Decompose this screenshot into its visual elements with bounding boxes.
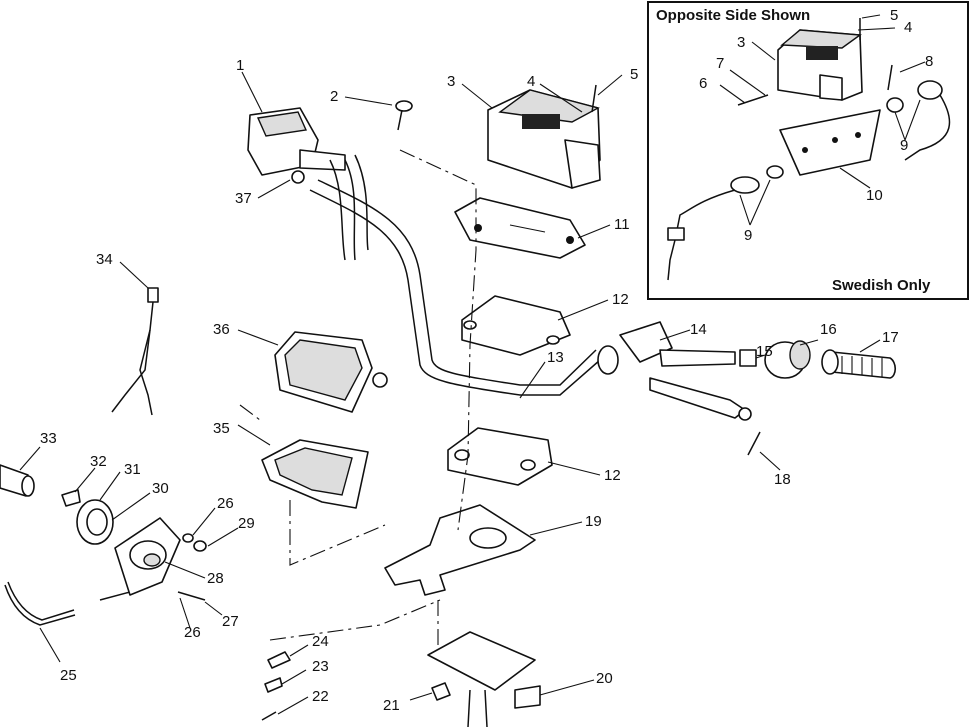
inset-title: Opposite Side Shown xyxy=(656,7,810,24)
callout-1: 1 xyxy=(236,57,244,74)
callout-36: 36 xyxy=(213,321,230,338)
inset-screw-8 xyxy=(887,64,893,91)
spacer xyxy=(739,349,757,367)
meter-bezel xyxy=(261,439,369,509)
callout-2: 2 xyxy=(330,88,338,105)
tube-end xyxy=(0,464,35,497)
screw-18 xyxy=(747,431,761,456)
callout-13: 13 xyxy=(547,349,564,366)
inset-callout-3: 3 xyxy=(737,34,745,51)
speedo-housing xyxy=(114,517,181,596)
inset-switch-left xyxy=(667,165,784,281)
inset-callout-6: 6 xyxy=(699,75,707,92)
inset-callout-9b: 9 xyxy=(744,227,752,244)
nut-21 xyxy=(431,682,451,701)
throttle-housing xyxy=(764,340,811,379)
inset-frame xyxy=(647,1,969,300)
hand-grip xyxy=(821,349,897,379)
callout-25: 25 xyxy=(60,667,77,684)
callout-29: 29 xyxy=(238,515,255,532)
callout-14: 14 xyxy=(690,321,707,338)
callout-24: 24 xyxy=(312,633,329,650)
wire-harness xyxy=(111,287,159,416)
gasket-ring xyxy=(76,499,114,545)
speedo-cable xyxy=(4,584,76,626)
callout-31: 31 xyxy=(124,461,141,478)
stem-plate xyxy=(427,631,541,727)
callout-33: 33 xyxy=(40,430,57,447)
callout-28: 28 xyxy=(207,570,224,587)
callout-11: 11 xyxy=(614,216,630,233)
inset-callout-10: 10 xyxy=(866,187,883,204)
bolt-26 xyxy=(99,591,131,601)
left-control-assembly xyxy=(247,107,369,261)
nut-29 xyxy=(193,540,207,552)
screw-27 xyxy=(177,591,206,601)
callout-12-upper: 12 xyxy=(612,291,629,308)
callout-4: 4 xyxy=(527,73,535,90)
callout-37: 37 xyxy=(235,190,252,207)
clip-24 xyxy=(267,651,291,669)
inset-note: Swedish Only xyxy=(832,277,931,294)
inset-bracket xyxy=(779,109,881,176)
lower-clamp xyxy=(447,427,553,486)
callout-16: 16 xyxy=(820,321,837,338)
inset-screw-6 xyxy=(737,94,769,106)
callout-26-lower: 26 xyxy=(184,624,201,641)
washer-26 xyxy=(182,533,194,543)
inset-callout-8: 8 xyxy=(925,53,933,70)
speedometer xyxy=(274,331,388,413)
callout-32: 32 xyxy=(90,453,107,470)
inset-callout-7: 7 xyxy=(716,55,724,72)
callout-30: 30 xyxy=(152,480,169,497)
screw-2 xyxy=(395,100,413,131)
inset-callout-9a: 9 xyxy=(900,137,908,154)
callout-15: 15 xyxy=(756,343,773,360)
callout-26-upper: 26 xyxy=(217,495,234,512)
inset-callout-5: 5 xyxy=(890,7,898,24)
clip-23 xyxy=(264,677,283,693)
callout-35: 35 xyxy=(213,420,230,437)
mount-plate xyxy=(384,504,536,596)
callout-22: 22 xyxy=(312,688,329,705)
inset-switch-housing xyxy=(777,29,863,101)
callout-23: 23 xyxy=(312,658,329,675)
clamp-plate xyxy=(454,197,586,259)
upper-clamp xyxy=(461,295,571,356)
callout-21: 21 xyxy=(383,697,400,714)
callout-5: 5 xyxy=(630,66,638,83)
screw-5 xyxy=(591,84,597,113)
callout-20: 20 xyxy=(596,670,613,687)
callout-19: 19 xyxy=(585,513,602,530)
inset-switch-right xyxy=(886,80,951,161)
callout-3: 3 xyxy=(447,73,455,90)
switch-housing xyxy=(487,89,601,189)
clip-22 xyxy=(261,711,277,721)
grommet-32 xyxy=(61,489,81,507)
inset-callout-4: 4 xyxy=(904,19,912,36)
callout-12-lower: 12 xyxy=(604,467,621,484)
callout-27: 27 xyxy=(222,613,239,630)
right-master-cylinder xyxy=(597,321,752,421)
callout-18: 18 xyxy=(774,471,791,488)
callout-17: 17 xyxy=(882,329,899,346)
callout-34: 34 xyxy=(96,251,113,268)
inset-panel: Opposite Side Shown Swedish Only xyxy=(647,1,969,300)
